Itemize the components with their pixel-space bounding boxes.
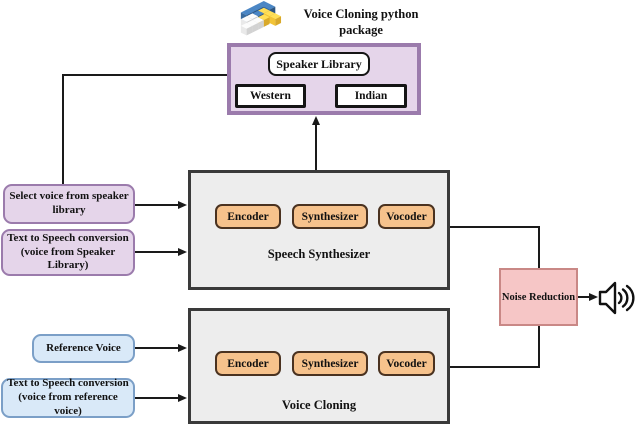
- speech-synthesizer-box: Encoder Synthesizer Vocoder Speech Synth…: [188, 170, 450, 290]
- speaker-library-box: Speaker Library: [268, 52, 370, 76]
- input-tts-reference-voice: Text to Speech conversion (voice from re…: [1, 377, 135, 418]
- python-logo-icon: [240, 1, 282, 36]
- loudspeaker-icon: [598, 281, 635, 315]
- vc-synthesizer-box: Synthesizer: [292, 351, 368, 376]
- vc-vocoder-box: Vocoder: [378, 351, 435, 376]
- vc-encoder-box: Encoder: [215, 351, 281, 376]
- speech-synthesizer-label: Speech Synthesizer: [267, 247, 371, 261]
- western-box: Western: [235, 84, 306, 108]
- page-title: Voice Cloning python package: [303, 7, 419, 38]
- input-select-voice: Select voice from speaker library: [3, 184, 135, 224]
- input-reference-voice: Reference Voice: [32, 334, 135, 363]
- voice-cloning-label: Voice Cloning: [281, 398, 357, 412]
- noise-reduction-box: Noise Reduction: [499, 268, 578, 326]
- voice-cloning-box: Encoder Synthesizer Vocoder Voice Clonin…: [188, 308, 450, 424]
- indian-box: Indian: [335, 84, 407, 108]
- ss-vocoder-box: Vocoder: [378, 204, 435, 229]
- ss-encoder-box: Encoder: [215, 204, 281, 229]
- ss-synthesizer-box: Synthesizer: [292, 204, 368, 229]
- input-tts-speaker-library: Text to Speech conversion (voice from Sp…: [1, 229, 135, 276]
